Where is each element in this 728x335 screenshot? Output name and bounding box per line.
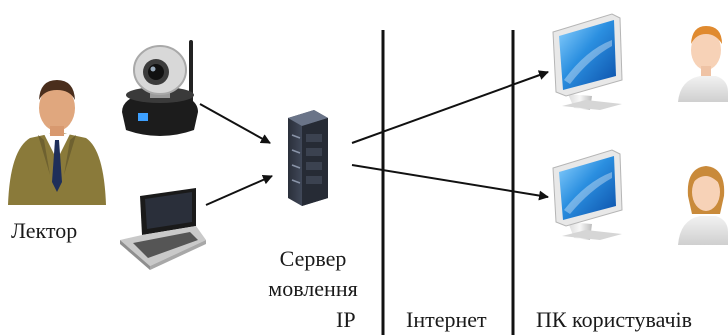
arrow-server-to-pc-bottom: [351, 164, 549, 201]
server-label-line2: мовлення: [268, 276, 358, 301]
female-user-icon: [678, 166, 728, 245]
server-tower-icon: [288, 110, 328, 206]
desktop-monitor-icon: [552, 149, 623, 240]
internet-label: Інтернет: [406, 307, 487, 332]
users-pc-label: ПК користувачів: [536, 307, 693, 332]
lecturer-icon: [8, 80, 106, 205]
ip-label: IP: [336, 307, 356, 332]
arrow-server-to-pc-top: [351, 70, 549, 144]
server-label: Сервер мовлення: [258, 246, 368, 302]
webcam-icon: [122, 40, 198, 136]
laptop-icon: [120, 188, 206, 270]
server-label-line1: Сервер: [279, 246, 347, 271]
desktop-monitor-icon: [552, 13, 623, 110]
lecturer-label: Лектор: [11, 218, 78, 243]
male-user-icon: [678, 26, 728, 102]
arrow-camera-to-server: [199, 103, 271, 144]
arrow-laptop-to-server: [205, 175, 273, 206]
